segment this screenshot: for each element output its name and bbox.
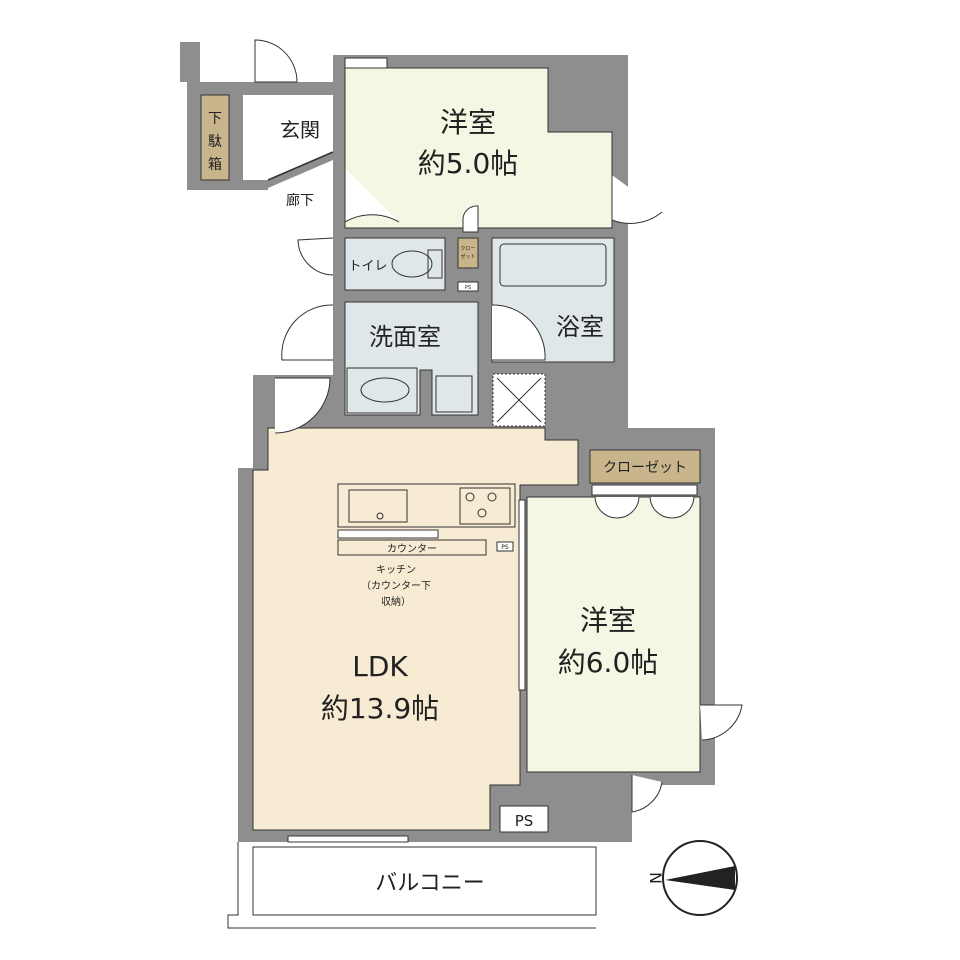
hallway-label: 廊下 bbox=[286, 192, 314, 209]
closet bbox=[589, 449, 701, 484]
ldk-floor bbox=[252, 427, 579, 831]
ps-small-label: PS bbox=[465, 285, 471, 291]
shoe-box-label-2: 駄 bbox=[208, 134, 222, 150]
counter-label: カウンター bbox=[387, 543, 437, 555]
balcony-label: バルコニー bbox=[375, 871, 485, 896]
bedroom1-name: 洋室 bbox=[440, 106, 496, 139]
bedroom1-size: 約5.0帖 bbox=[418, 147, 519, 180]
bedroom2-name: 洋室 bbox=[580, 604, 636, 637]
small-closet-label-1: クロー bbox=[460, 246, 475, 252]
compass-north-label: N bbox=[646, 872, 665, 884]
toilet-bowl bbox=[391, 250, 433, 278]
kitchen-label-1: キッチン bbox=[376, 564, 416, 576]
sink bbox=[348, 489, 408, 523]
ldk-name: LDK bbox=[352, 650, 408, 683]
entrance-floor bbox=[243, 95, 333, 180]
small-closet bbox=[457, 237, 479, 269]
bathroom-label: 浴室 bbox=[556, 313, 604, 341]
bedroom1-floor bbox=[344, 67, 613, 229]
doors bbox=[254, 39, 743, 813]
shoe-box-label-3: 箱 bbox=[208, 157, 222, 173]
bathtub bbox=[499, 243, 607, 287]
kitchen-label-2: （カウンター下 bbox=[361, 580, 431, 592]
counter bbox=[337, 539, 487, 556]
kitchen-counter bbox=[337, 483, 516, 528]
washroom-label: 洗面室 bbox=[369, 323, 441, 351]
ps-small-label-2: PS bbox=[501, 544, 509, 551]
bedroom2-size: 約6.0帖 bbox=[558, 646, 659, 679]
entrance-label: 玄関 bbox=[280, 118, 320, 142]
compass bbox=[662, 840, 738, 916]
kitchen-label-3: 収納） bbox=[381, 595, 411, 608]
ps-label: PS bbox=[515, 812, 534, 830]
ps-box bbox=[499, 805, 549, 833]
closet-label: クローゼット bbox=[603, 460, 687, 476]
wash-basin bbox=[360, 377, 410, 403]
shoe-box-label-1: 下 bbox=[208, 111, 222, 127]
balcony bbox=[252, 846, 597, 916]
ldk-size: 約13.9帖 bbox=[321, 692, 439, 725]
stove bbox=[459, 487, 511, 525]
toilet-label: トイレ bbox=[348, 259, 387, 274]
shoe-box bbox=[200, 94, 230, 181]
bedroom2-floor bbox=[526, 496, 701, 773]
washing-machine-pan bbox=[435, 375, 473, 413]
small-closet-label-2: ゼット bbox=[460, 253, 475, 260]
